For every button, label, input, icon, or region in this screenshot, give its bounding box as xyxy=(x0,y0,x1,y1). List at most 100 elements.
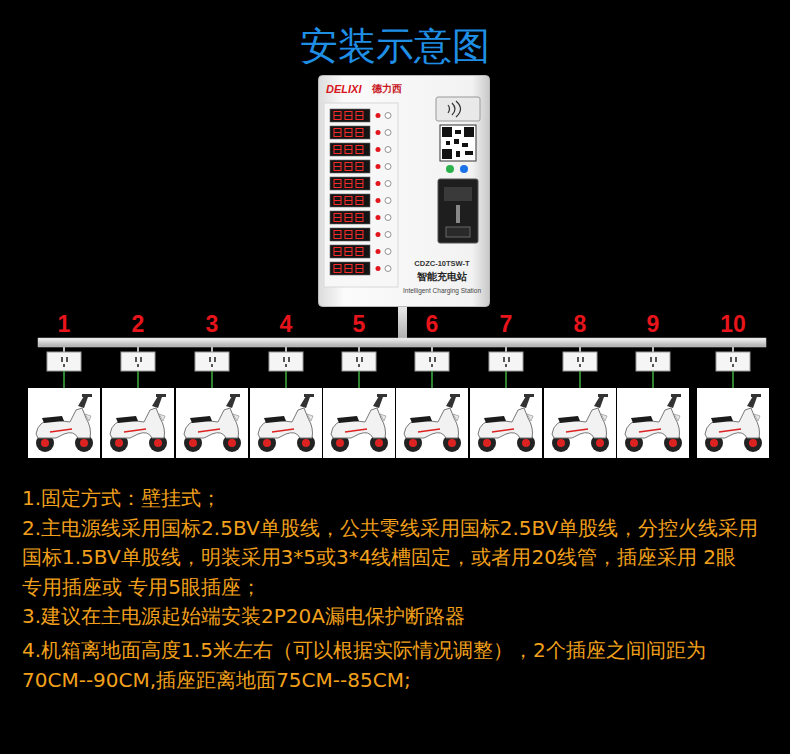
digit-segment xyxy=(345,265,352,273)
digit-display xyxy=(330,262,370,275)
station-label: DELIXI xyxy=(326,83,376,96)
charging-cable xyxy=(211,371,213,390)
digit-segment xyxy=(334,146,341,154)
cable-trunking xyxy=(38,338,766,347)
digit-segment xyxy=(356,234,363,235)
callout-number: 6 xyxy=(426,311,439,337)
status-led xyxy=(376,232,381,237)
callout-number: 10 xyxy=(720,311,746,337)
digit-display xyxy=(330,228,370,241)
display-column xyxy=(330,109,391,275)
socket-pin xyxy=(434,357,436,362)
socket-pin xyxy=(358,364,360,367)
digit-segment xyxy=(356,183,363,184)
outlet-stem xyxy=(211,347,213,352)
digit-segment xyxy=(334,180,341,188)
station-label: 智能充电站 xyxy=(396,271,488,283)
channel-button xyxy=(385,249,391,255)
socket-pin xyxy=(579,364,581,367)
station-label: Intelligent Charging Station xyxy=(396,287,488,295)
digit-segment xyxy=(334,231,341,239)
channel-button xyxy=(385,266,391,272)
digit-display xyxy=(330,211,370,224)
digit-segment xyxy=(345,180,352,188)
socket-pin xyxy=(361,357,363,362)
status-led xyxy=(376,249,381,254)
digit-segment xyxy=(334,234,341,235)
digit-segment xyxy=(345,129,352,137)
channel-button xyxy=(385,147,391,153)
socket-pin xyxy=(356,357,358,362)
digit-display xyxy=(330,194,370,207)
digit-display xyxy=(330,177,370,190)
wall-socket xyxy=(195,352,229,371)
outlet-row xyxy=(28,347,769,458)
installation-note: 国标1.5BV单股线，明装采用3*5或3*4线槽固定，或者用20线管，插座采用 … xyxy=(22,545,736,569)
socket-pin xyxy=(214,357,216,362)
digit-segment xyxy=(334,214,341,222)
status-led xyxy=(376,266,381,271)
digit-segment xyxy=(345,163,352,171)
digit-segment xyxy=(345,115,352,116)
socket-pin xyxy=(730,357,732,362)
status-led xyxy=(376,130,381,135)
digit-segment xyxy=(356,268,363,269)
socket-pin xyxy=(505,364,507,367)
wall-socket xyxy=(716,352,750,371)
socket-pin xyxy=(140,357,142,362)
charging-cable xyxy=(137,371,139,390)
socket-pin xyxy=(652,364,654,367)
installation-note: 1.固定方式：壁挂式； xyxy=(22,486,221,510)
callout-number: 4 xyxy=(280,311,293,337)
digit-segment xyxy=(334,265,341,273)
digit-segment xyxy=(334,132,341,133)
charging-cable xyxy=(652,371,654,390)
electric-scooter xyxy=(470,388,542,458)
wall-socket xyxy=(342,352,376,371)
digit-segment xyxy=(356,180,363,188)
digit-segment xyxy=(356,214,363,222)
wall-socket xyxy=(563,352,597,371)
outlet-stem xyxy=(579,347,581,352)
digit-segment xyxy=(356,248,363,256)
status-led xyxy=(376,113,381,118)
channel-button xyxy=(385,181,391,187)
socket-pin xyxy=(283,357,285,362)
outlet-stem xyxy=(358,347,360,352)
outlet-stem xyxy=(137,347,139,352)
digit-segment xyxy=(345,183,352,184)
wall-socket xyxy=(47,352,81,371)
callout-number: 9 xyxy=(647,311,660,337)
installation-note: 3.建议在主电源起始端安装2P20A漏电保护断路器 xyxy=(22,604,465,628)
digit-display xyxy=(330,109,370,122)
wall-socket xyxy=(636,352,670,371)
digit-segment xyxy=(345,234,352,235)
status-led xyxy=(376,181,381,186)
electric-scooter xyxy=(323,388,395,458)
electric-scooter xyxy=(396,388,468,458)
charging-station: DELIXI德力西CDZC-10TSW-T智能充电站Intelligent Ch… xyxy=(318,75,490,307)
channel-button xyxy=(385,113,391,119)
outlet-stem xyxy=(285,347,287,352)
outlet-stem xyxy=(63,347,65,352)
digit-segment xyxy=(345,214,352,222)
digit-display xyxy=(330,143,370,156)
callout-number: 3 xyxy=(206,311,219,337)
installation-note: 专用插座或 专用5眼插座； xyxy=(22,575,261,599)
socket-pin xyxy=(508,357,510,362)
station-label: 德力西 xyxy=(372,83,412,95)
charging-cable xyxy=(579,371,581,390)
socket-pin xyxy=(209,357,211,362)
socket-pin xyxy=(211,364,213,367)
status-led xyxy=(376,215,381,220)
digit-segment xyxy=(345,200,352,201)
digit-segment xyxy=(345,166,352,167)
digit-segment xyxy=(345,132,352,133)
charging-cable xyxy=(431,371,433,390)
digit-display xyxy=(330,126,370,139)
digit-segment xyxy=(356,251,363,252)
outlet-stem xyxy=(431,347,433,352)
electric-scooter xyxy=(250,388,322,458)
digit-segment xyxy=(345,149,352,150)
